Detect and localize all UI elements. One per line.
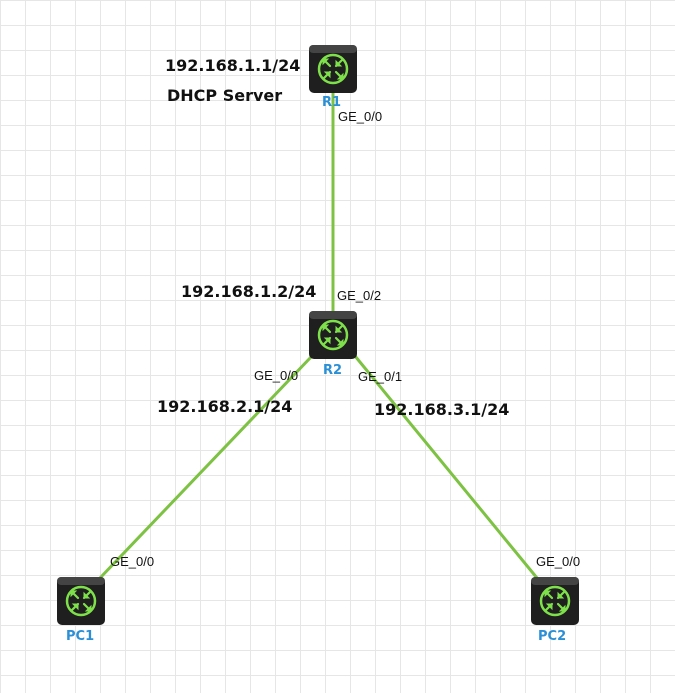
r1-ip-label: 192.168.1.1/24 (165, 56, 301, 75)
pc1-name-label: PC1 (66, 629, 95, 644)
r2-ip-right-label: 192.168.3.1/24 (374, 400, 510, 419)
r2-name-label: R2 (323, 363, 343, 378)
r2-port-left-label: GE_0/0 (254, 368, 299, 383)
link-r2-pc2 (353, 355, 539, 579)
router-icon (307, 43, 359, 95)
r2-port-right-label: GE_0/1 (358, 369, 403, 384)
router-r1[interactable] (307, 43, 359, 95)
router-icon (55, 575, 107, 627)
r2-ip-left-label: 192.168.2.1/24 (157, 397, 293, 416)
pc2-port-label: GE_0/0 (536, 554, 581, 569)
r1-name-label: R1 (322, 95, 342, 110)
pc1-port-label: GE_0/0 (110, 554, 155, 569)
pc2-name-label: PC2 (538, 629, 567, 644)
r1-port-label: GE_0/0 (338, 109, 383, 124)
device-pc1[interactable] (55, 575, 107, 627)
router-icon (307, 309, 359, 361)
r2-ip-up-label: 192.168.1.2/24 (181, 282, 317, 301)
router-icon (529, 575, 581, 627)
router-r2[interactable] (307, 309, 359, 361)
r1-role-label: DHCP Server (167, 86, 283, 105)
r2-port-up-label: GE_0/2 (337, 288, 382, 303)
device-pc2[interactable] (529, 575, 581, 627)
links (98, 90, 539, 580)
link-r2-pc1 (98, 354, 314, 580)
